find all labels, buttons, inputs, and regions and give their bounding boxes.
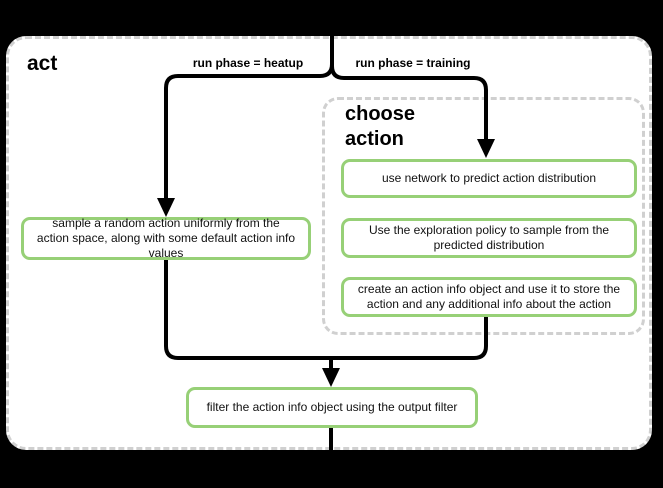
edge-label-run-phase-heatup: run phase = heatup	[192, 56, 304, 70]
node-sample-random-action: sample a random action uniformly from th…	[21, 216, 311, 260]
act-title: act	[27, 52, 58, 75]
node-create-action-info-object: create an action info object and use it …	[341, 277, 637, 317]
edge-label-run-phase-training: run phase = training	[355, 56, 471, 70]
node-exploration-policy-sample: Use the exploration policy to sample fro…	[341, 218, 637, 258]
node-predict-action-distribution: use network to predict action distributi…	[341, 159, 637, 198]
choose-action-group-title: choose action	[345, 103, 416, 150]
node-filter-action-info: filter the action info object using the …	[186, 387, 478, 428]
